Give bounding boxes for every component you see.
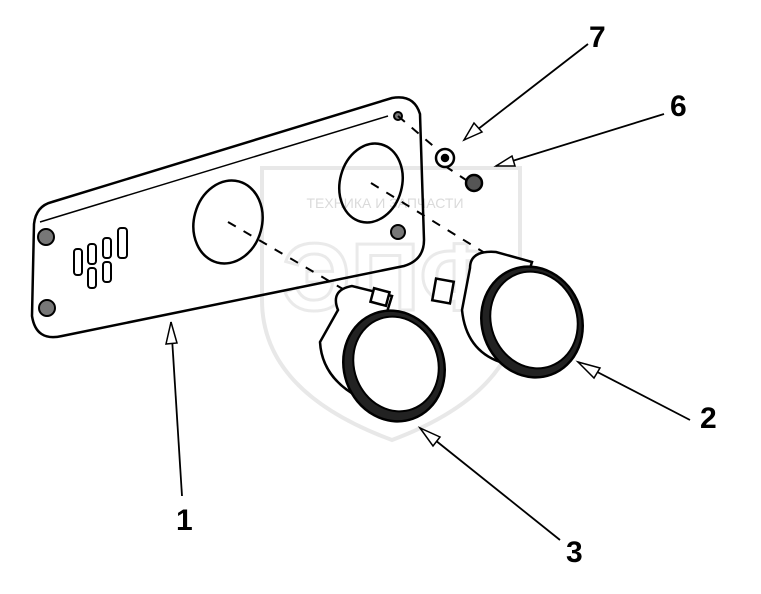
bolt-top-left bbox=[37, 228, 55, 246]
fasteners bbox=[434, 147, 484, 193]
callout-3: 3 bbox=[566, 536, 583, 569]
arrow-2 bbox=[575, 360, 602, 380]
mounting-plate bbox=[30, 96, 426, 339]
light-2 bbox=[430, 250, 584, 379]
arrow-3 bbox=[417, 426, 442, 448]
light-2-connector bbox=[430, 277, 456, 305]
watermark-top-text: ТЕХНИКА И ЗАПЧАСТИ bbox=[306, 195, 463, 211]
leader-7 bbox=[463, 43, 589, 141]
arrow-7 bbox=[462, 121, 484, 142]
plate-vent-slots bbox=[73, 227, 128, 289]
arrow-1 bbox=[165, 321, 178, 345]
bolt-bottom-left bbox=[38, 299, 56, 317]
bolt-right bbox=[390, 224, 406, 240]
washer-7-hole bbox=[440, 153, 450, 163]
plate-holes bbox=[192, 142, 404, 265]
plate-outline bbox=[30, 96, 426, 339]
light-3 bbox=[318, 284, 446, 423]
callout-6: 6 bbox=[670, 90, 687, 123]
arrow-6 bbox=[493, 154, 517, 167]
light-2-lens bbox=[489, 270, 579, 370]
light-3-connector bbox=[368, 286, 392, 308]
callout-7: 7 bbox=[589, 21, 606, 54]
callout-2: 2 bbox=[700, 402, 717, 435]
plate-edge bbox=[39, 115, 389, 223]
plate-bolts bbox=[37, 111, 406, 317]
hole-left bbox=[192, 179, 264, 265]
nut-6 bbox=[464, 173, 484, 193]
leader-6 bbox=[495, 113, 665, 167]
leader-1 bbox=[170, 321, 183, 497]
callout-1: 1 bbox=[176, 504, 193, 537]
leader-3 bbox=[419, 427, 561, 541]
hole-right bbox=[338, 142, 404, 224]
light-3-lens bbox=[352, 315, 440, 413]
leader-arrowheads bbox=[165, 121, 602, 448]
